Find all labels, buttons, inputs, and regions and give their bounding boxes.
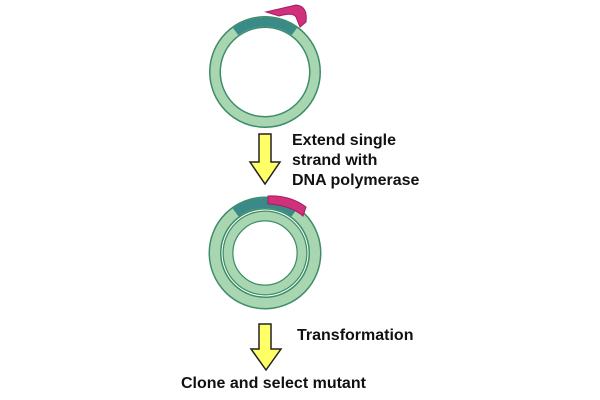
down-arrow-2 — [249, 323, 283, 372]
step-extend-label: Extend single strand with DNA polymerase — [292, 131, 419, 191]
step-extend-line-2: strand with — [292, 152, 378, 169]
double-strand-plasmid — [208, 195, 322, 310]
mutagenic-primer — [264, 4, 307, 28]
down-arrow-1 — [248, 133, 282, 186]
step-transformation-label: Transformation — [297, 327, 414, 344]
step-extend-line-1: Extend single — [292, 132, 397, 149]
target-segment — [232, 198, 298, 217]
single-strand-plasmid — [209, 4, 321, 128]
result-label: Clone and select mutant — [181, 375, 366, 392]
step-extend-line-3: DNA polymerase — [292, 172, 420, 189]
mutagenic-primer — [267, 195, 307, 217]
target-segment — [232, 17, 298, 36]
